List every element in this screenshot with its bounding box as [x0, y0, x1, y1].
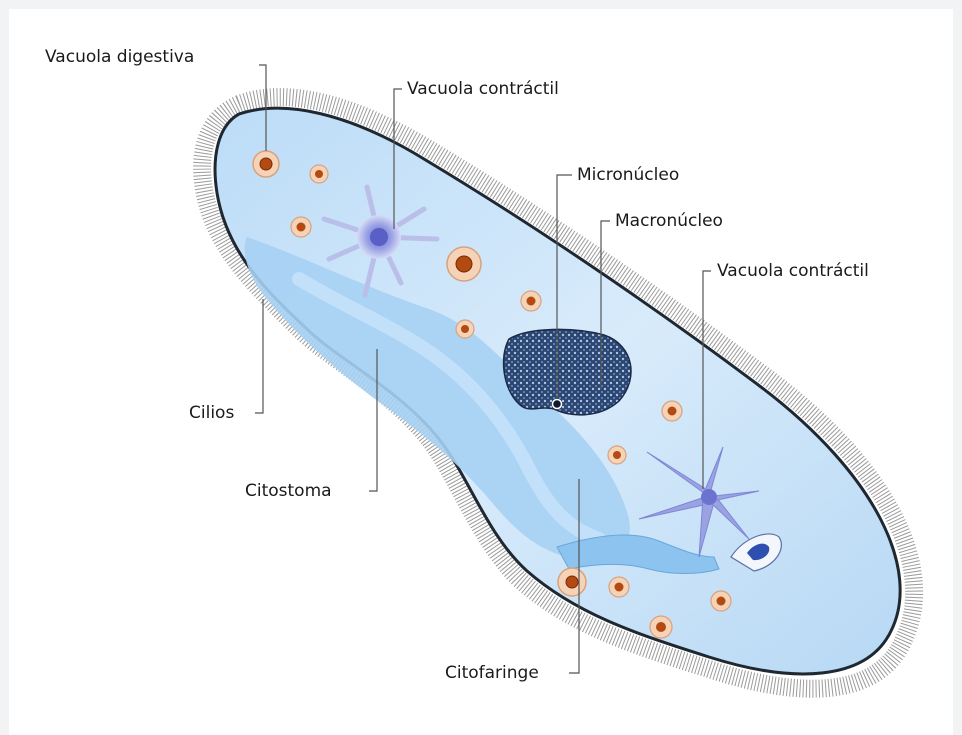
label-citostoma: Citostoma [245, 481, 332, 501]
paramecium-diagram [9, 9, 953, 735]
label-cilios: Cilios [189, 403, 234, 423]
micronucleus [553, 400, 562, 409]
diagram-frame: Vacuola digestiva Vacuola contráctil Mic… [9, 9, 953, 735]
label-micronucleo: Micronúcleo [577, 165, 679, 185]
label-vacuola-digestiva: Vacuola digestiva [45, 47, 194, 67]
label-macronucleo: Macronúcleo [615, 211, 723, 231]
label-citofaringe: Citofaringe [445, 663, 539, 683]
label-vacuola-contractil-1: Vacuola contráctil [407, 79, 559, 99]
macronucleus [504, 329, 631, 414]
label-vacuola-contractil-2: Vacuola contráctil [717, 261, 869, 281]
